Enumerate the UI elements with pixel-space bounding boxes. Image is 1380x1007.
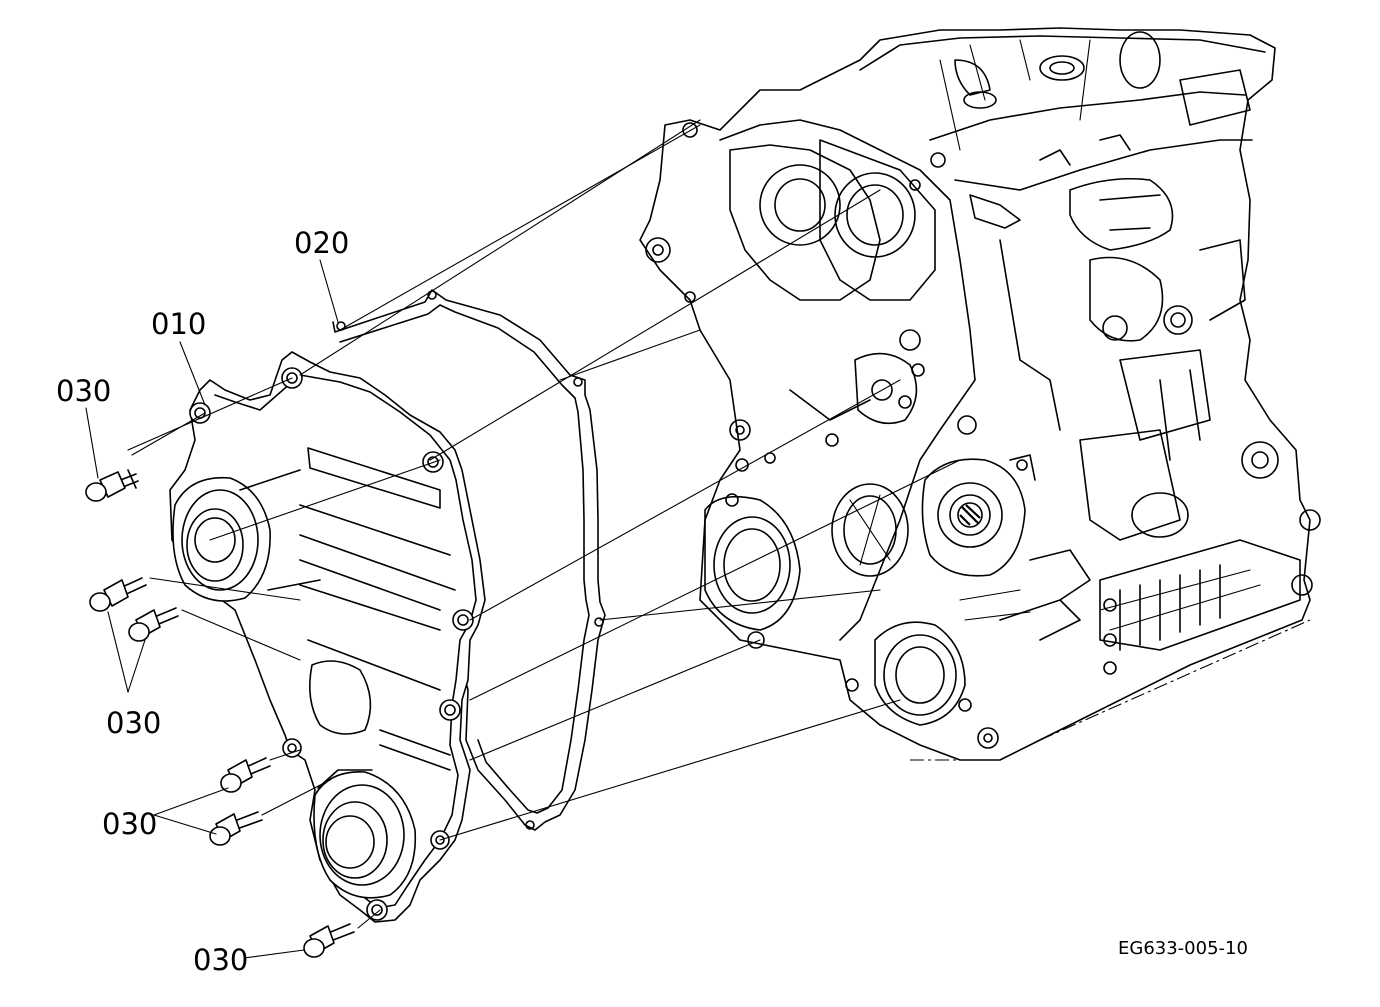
callout-030-top: 030 [56, 374, 111, 408]
callout-010: 010 [151, 307, 206, 341]
bolt-low-lower [209, 811, 263, 846]
callout-030-mid: 030 [106, 706, 161, 740]
bolt-low-upper [220, 757, 271, 793]
bolt-mid-lower [128, 607, 179, 642]
callout-030-bottom: 030 [193, 943, 248, 977]
bolt-set [85, 469, 355, 958]
callout-020: 020 [294, 226, 349, 260]
bolt-mid-upper [89, 577, 147, 612]
figure-id: EG633-005-10 [1118, 938, 1248, 959]
callout-030-low: 030 [102, 807, 157, 841]
alignment-lines [127, 119, 961, 929]
engine-block [639, 27, 1321, 761]
gear-case-part [169, 351, 486, 923]
callout-leaders [85, 259, 339, 959]
bolt-bottom [303, 923, 355, 958]
bolt-top [85, 469, 139, 502]
